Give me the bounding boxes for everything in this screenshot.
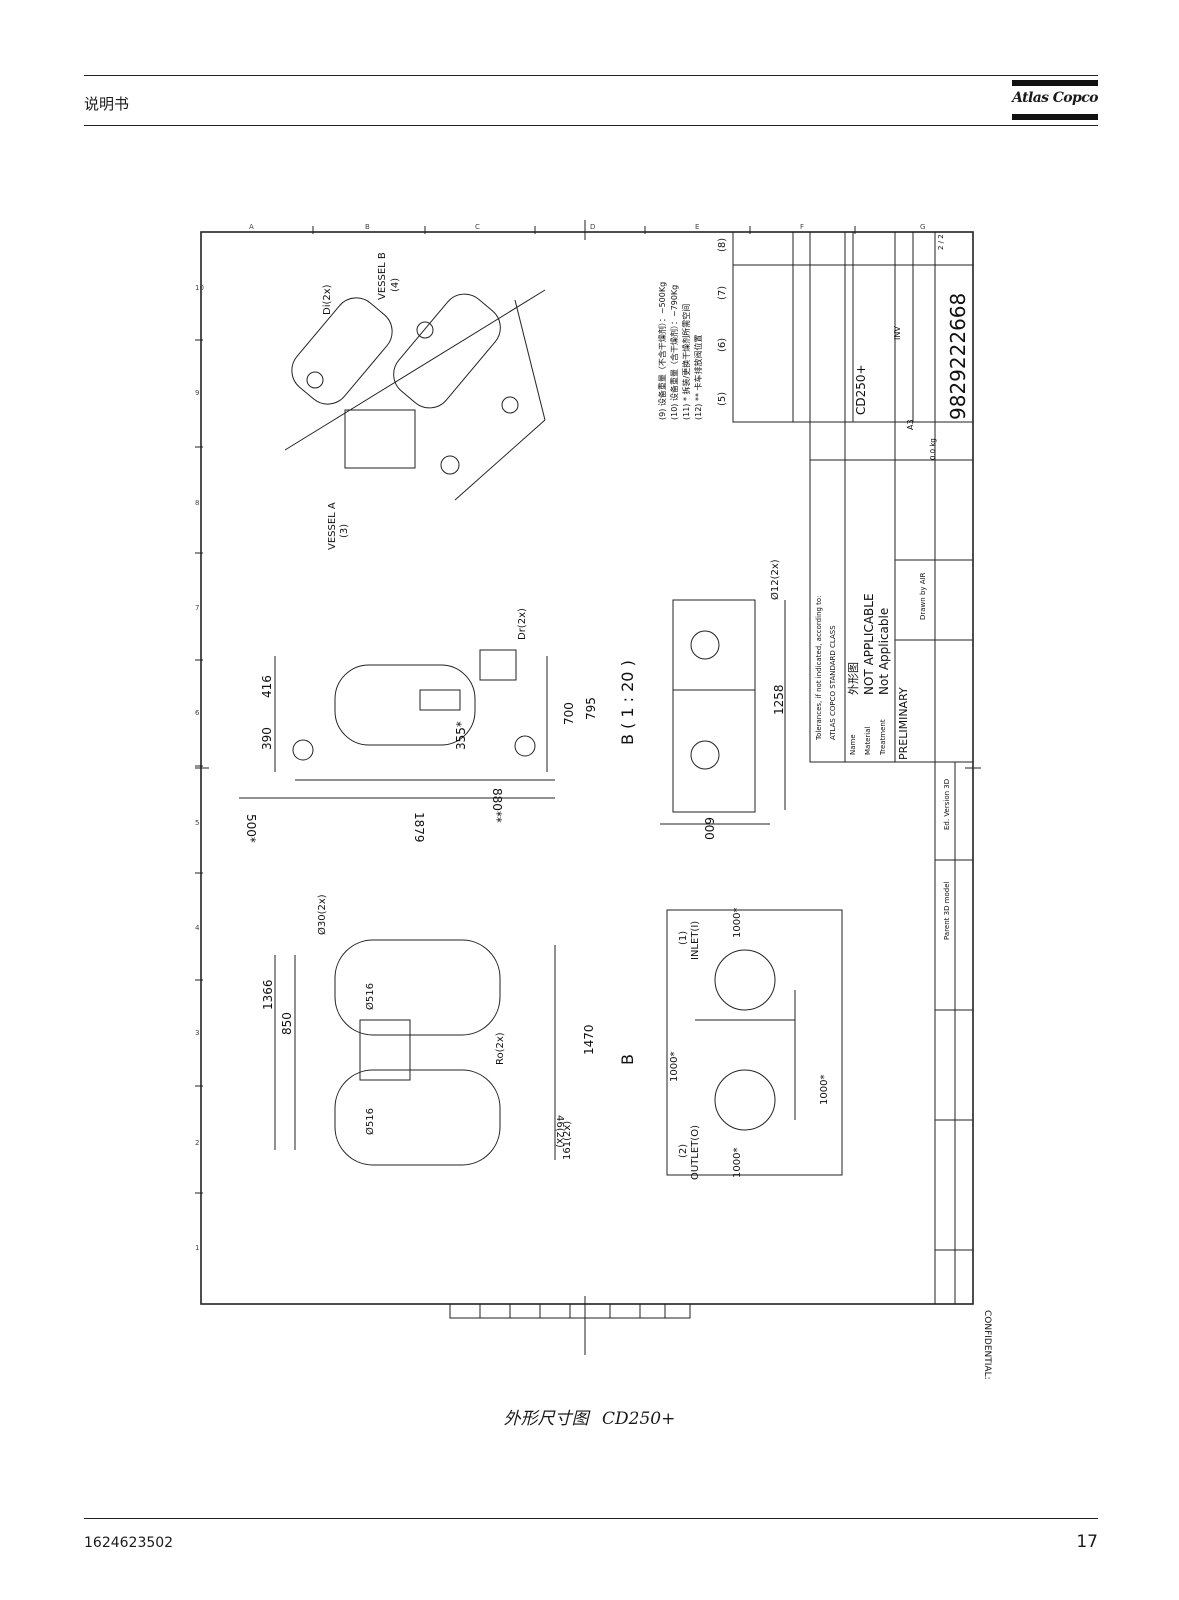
tb-product: CD250+ (854, 364, 868, 415)
svg-text:G: G (920, 223, 925, 231)
tb-material-label: Material (864, 727, 872, 755)
tb-inv: INV (893, 326, 902, 340)
note-11: (11) * 拆装/更换干燥剂所需空间 (681, 304, 691, 420)
note-9: (9) 设备重量（不含干燥剂）：~500Kg (657, 282, 667, 420)
dim-1879: 1879 (412, 812, 426, 843)
parts-header-7: (7) (717, 286, 728, 300)
document-number: 1624623502 (84, 1535, 174, 1551)
brand-text: Atlas Copco (1012, 90, 1098, 106)
figure-caption: 外形尺寸图 CD250+ (0, 1404, 1179, 1429)
parts-header-5: (5) (717, 392, 728, 406)
svg-text:C: C (475, 223, 480, 231)
svg-text:9: 9 (195, 389, 199, 397)
dim-1366: 1366 (261, 979, 275, 1010)
dim-500: 500* (244, 814, 258, 843)
svg-text:F: F (800, 223, 804, 231)
label-dr: Dr(2x) (517, 608, 528, 640)
tb-standard: ATLAS COPCO STANDARD CLASS (829, 625, 837, 740)
caption-model: CD250+ (602, 1409, 676, 1429)
svg-text:5: 5 (195, 819, 199, 827)
tb-material-value: NOT APPLICABLE (862, 593, 876, 695)
dim-1000c: 1000* (819, 1075, 830, 1105)
label-inlet: INLET(I) (690, 921, 701, 960)
svg-text:6: 6 (195, 709, 200, 717)
tb-parent-model: Parent 3D model (943, 881, 951, 940)
end-view (660, 599, 786, 825)
svg-text:B: B (365, 223, 370, 231)
tb-name-value: 外形图 (847, 662, 860, 695)
svg-text:7: 7 (195, 604, 199, 612)
dim-1258: 1258 (772, 684, 786, 715)
footer-rule (84, 1518, 1098, 1519)
page-number: 17 (1076, 1532, 1098, 1552)
svg-text:D: D (590, 223, 595, 231)
svg-text:1: 1 (195, 1244, 199, 1252)
isometric-view (284, 289, 546, 501)
dim-700: 700 (562, 702, 576, 725)
grid-labels: A B C D E F G 1 2 3 4 5 6 7 8 9 10 (195, 223, 925, 1252)
dim-46: 46(2x) (554, 1115, 565, 1148)
label-outlet-no: (2) (678, 1144, 689, 1158)
dimension-drawing: A B C D E F G 1 2 3 4 5 6 7 8 9 10 VESSE… (195, 220, 992, 1380)
parts-header-8: (8) (717, 238, 728, 252)
svg-text:8: 8 (195, 499, 199, 507)
svg-text:10: 10 (195, 284, 204, 292)
title-block (809, 231, 974, 763)
tb-ed-version: Ed. Version 3D (943, 779, 951, 830)
label-vessel-b-no: (4) (390, 278, 401, 292)
label-bore30: Ø30(2x) (316, 894, 328, 935)
label-inlet-no: (1) (678, 931, 689, 945)
label-vessel-a: VESSEL A (327, 502, 338, 550)
tb-tolerances: Tolerances, if not indicated, according … (815, 595, 823, 741)
dim-795: 795 (584, 697, 598, 720)
side-view (239, 649, 555, 799)
note-10: (10) 设备重量（含干燥剂）：~790Kg (669, 285, 679, 420)
tb-status: PRELIMINARY (897, 687, 910, 760)
tb-weight: 0.0 kg (929, 438, 937, 460)
dim-390: 390 (260, 727, 274, 750)
label-vessel-a-no: (3) (339, 524, 350, 538)
parts-header-6: (6) (717, 338, 728, 352)
dim-1000d: 1000* (732, 1148, 743, 1178)
label-dia-bottom: Ø516 (364, 1108, 376, 1135)
tb-drawn-by: Drawn by AIR (919, 572, 927, 620)
tb-name-label: Name (849, 734, 857, 755)
dim-880: 880** (490, 788, 504, 823)
svg-text:E: E (695, 223, 699, 231)
atlas-copco-logo: Atlas Copco (1012, 80, 1098, 126)
confidential-mark: CONFIDENTIAL: (982, 1310, 992, 1380)
dim-1000b: 1000* (669, 1052, 680, 1082)
note-12: (12) ** 卡车排放阀位置 (693, 334, 703, 420)
label-vessel-b: VESSEL B (377, 252, 388, 300)
dim-850: 850 (280, 1012, 294, 1035)
header-top-rule (84, 75, 1098, 76)
dim-1470: 1470 (582, 1024, 596, 1055)
tb-drawing-no: 9829222668 (946, 293, 970, 420)
plan-view (274, 939, 556, 1166)
document-title: 说明书 (84, 95, 130, 113)
dim-1000a: 1000* (732, 908, 743, 938)
tb-sheet: 2 / 2 (937, 234, 945, 250)
label-ro: Ro(2x) (495, 1032, 506, 1065)
dim-600: 600 (702, 817, 716, 840)
dim-161: 161(2x) (562, 1121, 573, 1160)
dim-416: 416 (260, 675, 274, 698)
svg-text:2: 2 (195, 1139, 199, 1147)
label-outlet: OUTLET(O) (690, 1125, 701, 1180)
header-bottom-rule (84, 125, 1098, 126)
piping-view (666, 909, 843, 1176)
label-bore12: Ø12(2x) (769, 559, 781, 600)
label-di: Di(2x) (322, 284, 333, 315)
caption-text: 外形尺寸图 (503, 1409, 589, 1429)
svg-text:4: 4 (195, 924, 200, 932)
label-dia-top: Ø516 (364, 983, 376, 1010)
svg-text:A: A (249, 223, 254, 231)
dim-355: 355* (454, 721, 468, 750)
tb-treatment-value: Not Applicable (877, 608, 891, 695)
label-view-b: B (618, 1054, 637, 1065)
label-scale: B ( 1 : 20 ) (618, 660, 637, 745)
tb-size: A3 (906, 419, 915, 430)
svg-text:3: 3 (195, 1029, 199, 1037)
tb-treatment-label: Treatment (879, 719, 887, 756)
